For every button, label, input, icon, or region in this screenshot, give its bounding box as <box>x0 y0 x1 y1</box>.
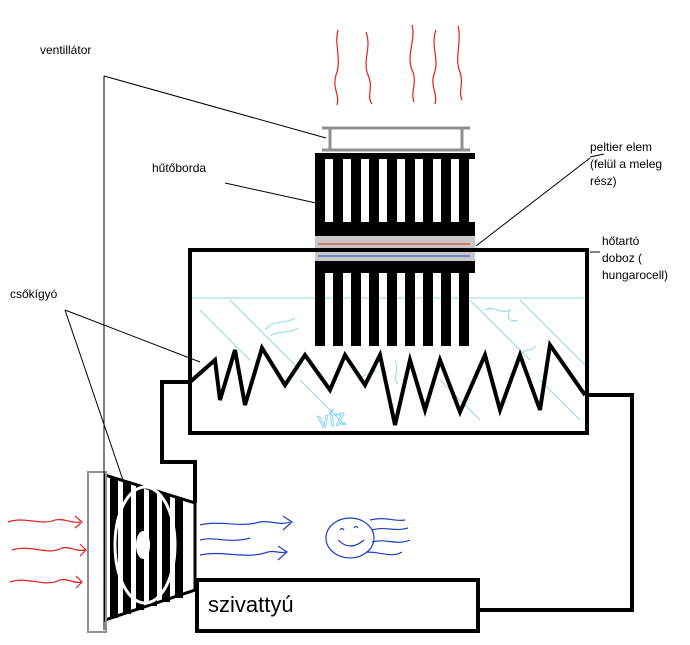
hot-air-rising <box>334 24 463 106</box>
pump-label: szivattyú <box>208 592 294 617</box>
peltier-label-line2: (felül a meleg <box>590 157 662 171</box>
tubing <box>160 380 634 612</box>
box-label-line1: hőtartó <box>602 234 640 248</box>
leader-lines <box>64 75 605 630</box>
cold-heatsink-icon <box>315 261 475 346</box>
pump-box <box>195 578 480 633</box>
peltier-label-line3: rész) <box>590 174 617 188</box>
hot-air-intake <box>7 515 87 589</box>
water-label: víz <box>316 404 347 433</box>
box-label-line3: hungarocell) <box>602 268 668 282</box>
heatsink-label: hűtőborda <box>152 161 206 175</box>
fan-icon <box>87 471 197 633</box>
face-icon <box>325 517 411 559</box>
insulated-box <box>188 248 589 435</box>
box-label-line2: doboz ( <box>602 251 642 265</box>
coil-label: csőkígyó <box>10 287 58 301</box>
ventilator-label: ventillátor <box>40 43 91 57</box>
heatsink-icon <box>315 153 475 236</box>
cold-air-outflow <box>199 515 293 561</box>
peltier-label-line1: peltier elem <box>590 140 652 154</box>
coil-icon <box>188 339 587 426</box>
top-fan-frame <box>322 126 470 152</box>
